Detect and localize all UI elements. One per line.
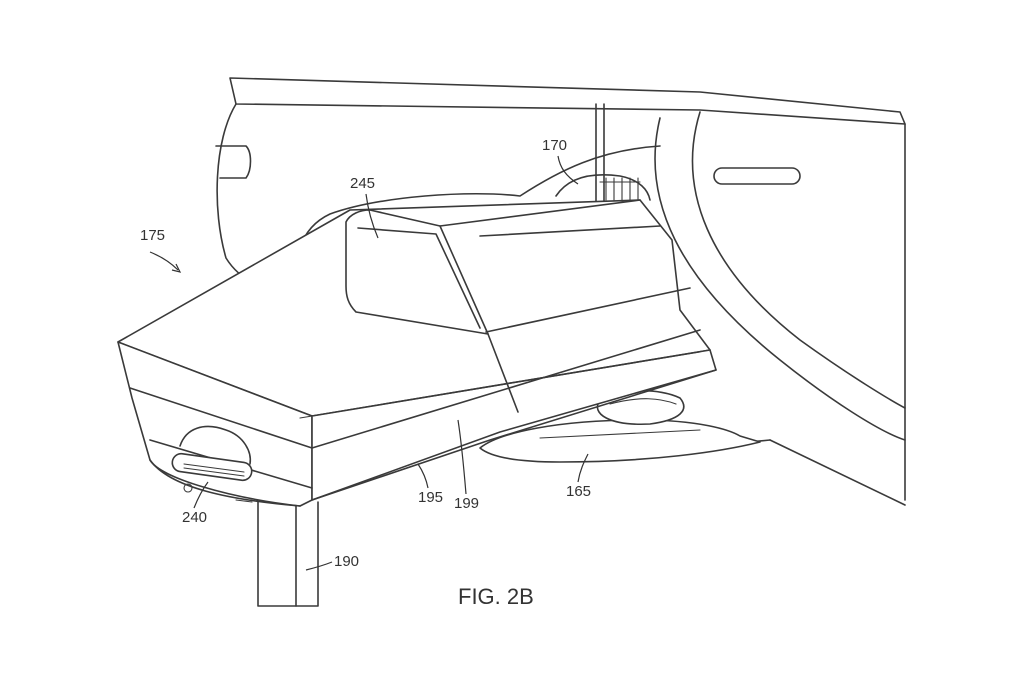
hitch-rod [555,103,651,211]
label-165: 165 [566,483,591,500]
label-170: 170 [542,137,567,154]
storage-box [117,199,717,507]
label-195: 195 [418,489,443,506]
swivel-base [479,389,761,463]
label-199: 199 [454,495,479,512]
label-245: 245 [350,175,375,192]
reference-labels: 175 170 245 165 199 195 240 190 [140,137,591,571]
label-175: 175 [140,227,165,244]
figure-caption: FIG. 2B [458,584,534,609]
label-240: 240 [182,509,207,526]
support-leg [257,501,319,607]
label-190: 190 [334,553,359,570]
